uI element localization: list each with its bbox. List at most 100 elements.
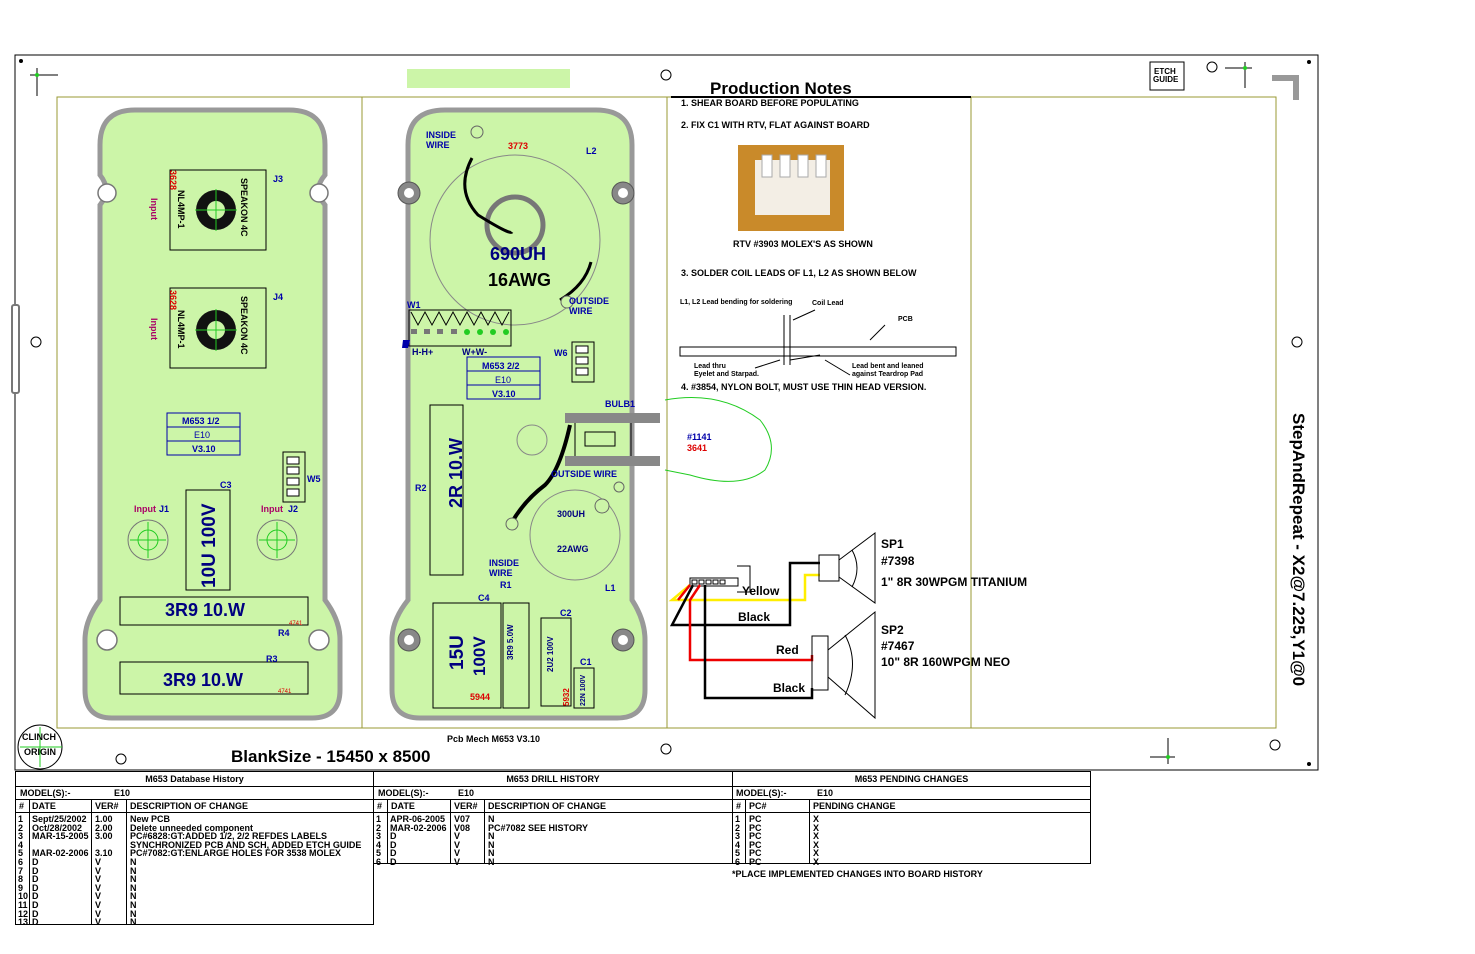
table-cell-desc: N (130, 891, 137, 902)
wire-black-1: Black (738, 610, 770, 624)
table-cell-pc: PC (749, 856, 762, 867)
table-cell-n: 11 (18, 899, 28, 910)
c4-value-2: 100V (470, 636, 489, 676)
sp2-part: #7467 (881, 639, 915, 653)
table-cell-desc: New PCB (130, 814, 171, 824)
table-cell-n: 3 (735, 831, 741, 842)
table-cell-n: 12 (18, 908, 29, 919)
code-3628-j3: 3628 (168, 170, 178, 190)
coil-lead-label: Coil Lead (812, 300, 844, 307)
table-cell-date: Oct/28/2002 (32, 822, 83, 833)
table-cell-n: 4 (376, 839, 382, 850)
ref-j2: J2 (288, 504, 298, 514)
table-cell-date: D (32, 874, 39, 885)
table-cell-pc: PC (749, 814, 762, 824)
table-cell-ver: V (454, 856, 461, 867)
wire-black-2: Black (773, 681, 805, 695)
code-5944: 5944 (470, 692, 490, 702)
ref-w1: W1 (407, 300, 421, 310)
drill-h-num: # (377, 801, 383, 811)
c2-value: 2U2 100V (546, 636, 555, 672)
table-cell-date: D (32, 891, 39, 902)
pending-title: M653 PENDING CHANGES (733, 772, 1090, 787)
db-h-ver: VER# (95, 801, 119, 811)
table-cell-ver: V08 (454, 822, 471, 833)
label-m653-22: M653 2/2 (482, 361, 520, 371)
drill-h-desc: DESCRIPTION OF CHANGE (488, 801, 607, 811)
table-cell-pc: PC (749, 831, 762, 842)
ref-r4: R4 (278, 628, 290, 638)
label-e10-left: E10 (194, 430, 210, 440)
table-cell-desc: N (130, 917, 137, 928)
table-cell-date: D (390, 839, 397, 850)
l1-inductance: 300UH (557, 509, 585, 519)
table-cell-desc: Delete unneeded component (130, 822, 254, 833)
outside-wire-1: OUTSIDE (569, 296, 609, 306)
table-cell-desc: N (130, 882, 137, 893)
db-model-label: MODEL(S):- (20, 788, 71, 798)
ref-r2: R2 (415, 483, 427, 493)
l1-wire-gauge: 22AWG (557, 544, 589, 554)
table-cell-desc: X (813, 822, 820, 833)
ref-bulb1: BULB1 (605, 399, 635, 409)
r4-value: 3R9 10.W (165, 600, 245, 620)
table-cell-desc: N (488, 839, 495, 850)
r4-code: 4741 (289, 621, 303, 627)
inside-wire-top-1: INSIDE (426, 130, 456, 140)
db-history-title: M653 Database History (16, 772, 373, 787)
table-cell-desc: N (130, 874, 137, 885)
note-4: 4. #3854, NYLON BOLT, MUST USE THIN HEAD… (681, 382, 926, 392)
r2-value: 2R 10.W (446, 438, 466, 508)
label-m653-12: M653 1/2 (182, 416, 220, 426)
table-cell-date: D (32, 899, 39, 910)
label-v310-right: V3.10 (492, 389, 516, 399)
step-and-repeat: StepAndRepeat - X2@7.225,Y1@0 (1289, 413, 1308, 686)
r1-value: 3R9 5.0W (506, 624, 515, 660)
table-cell-n: 2 (18, 822, 24, 833)
l2-wire-gauge: 16AWG (488, 270, 551, 290)
table-cell-ver: V (95, 865, 102, 876)
table-cell-ver: 1.00 (95, 814, 113, 824)
table-cell-n: 2 (735, 822, 741, 833)
table-cell-date: D (390, 831, 397, 842)
inside-wire-bot-2: WIRE (489, 568, 513, 578)
ref-c3: C3 (220, 480, 232, 490)
drill-h-ver: VER# (454, 801, 478, 811)
table-cell-n: 5 (735, 848, 741, 859)
table-cell-n: 4 (735, 839, 741, 850)
c3-value: 10U 100V (199, 503, 220, 588)
table-cell-desc: N (130, 899, 137, 910)
table-cell-ver: 3.00 (95, 831, 113, 842)
lead-thru-2: Eyelet and Starpad. (694, 371, 759, 378)
table-cell-date: D (390, 856, 397, 867)
sp1-ref: SP1 (881, 537, 904, 551)
table-cell-ver: V (95, 891, 102, 902)
note-2: 2. FIX C1 WITH RTV, FLAT AGAINST BOARD (681, 120, 870, 130)
table-cell-desc: PC#7082 SEE HISTORY (488, 822, 589, 833)
table-cell-n: 3 (376, 831, 382, 842)
table-cell-desc: N (488, 856, 495, 867)
drill-history-title: M653 DRILL HISTORY (374, 772, 732, 787)
etch-guide-2: GUIDE (1153, 75, 1179, 84)
lead-bent-2: against Teardrop Pad (852, 371, 923, 378)
table-cell-desc: N (130, 865, 137, 876)
table-cell-ver: V (454, 839, 461, 850)
outside-wire-mid: OUTSIDE WIRE (551, 469, 617, 479)
table-cell-date: D (32, 882, 39, 893)
table-cell-ver: V (95, 856, 102, 867)
lead-title: L1, L2 Lead bending for soldering (680, 299, 792, 306)
notes-title: Production Notes (710, 79, 852, 98)
table-cell-n: 4 (18, 839, 24, 850)
